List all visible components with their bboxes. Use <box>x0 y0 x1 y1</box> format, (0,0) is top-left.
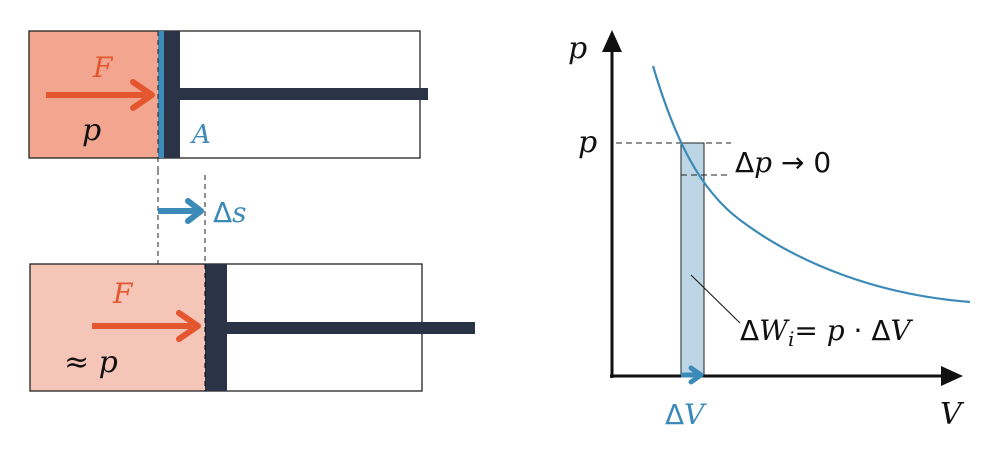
bottom-cylinder: F ≈ p <box>29 263 475 392</box>
x-axis-label: V <box>940 397 965 432</box>
bottom-force-arrow-icon <box>92 310 201 342</box>
x-axis-arrow-icon <box>941 366 963 386</box>
dv-label: ΔV <box>665 398 707 431</box>
dv-arrow-icon <box>681 365 704 385</box>
bottom-force-label: F <box>112 277 134 310</box>
p-tick-label: p <box>578 125 597 160</box>
top-piston-head <box>164 31 180 158</box>
top-pressure-label: p <box>82 113 101 148</box>
top-area-strip <box>158 31 164 158</box>
bottom-piston-rod <box>227 322 475 334</box>
top-force-label: F <box>92 51 114 84</box>
pv-graph: p V p Δp → 0 ΔWi= p · ΔV ΔV <box>568 30 971 432</box>
pv-curve <box>651 65 971 304</box>
top-cylinder: F p A <box>28 30 428 170</box>
dp-label: Δp → 0 <box>735 146 831 179</box>
y-axis-label: p <box>568 31 587 66</box>
displacement-arrow-icon <box>158 198 204 224</box>
displacement-label: Δs <box>213 196 247 229</box>
y-axis-arrow-icon <box>602 30 622 52</box>
area-label: A <box>190 120 211 150</box>
displacement: Δs <box>157 170 247 264</box>
work-leader-line <box>690 274 741 324</box>
bottom-piston-head <box>205 264 227 391</box>
top-force-arrow-icon <box>46 79 155 111</box>
work-label: ΔWi= p · ΔV <box>740 314 914 351</box>
top-piston-rod <box>180 88 428 100</box>
bottom-pressure-label: ≈ p <box>64 345 118 380</box>
